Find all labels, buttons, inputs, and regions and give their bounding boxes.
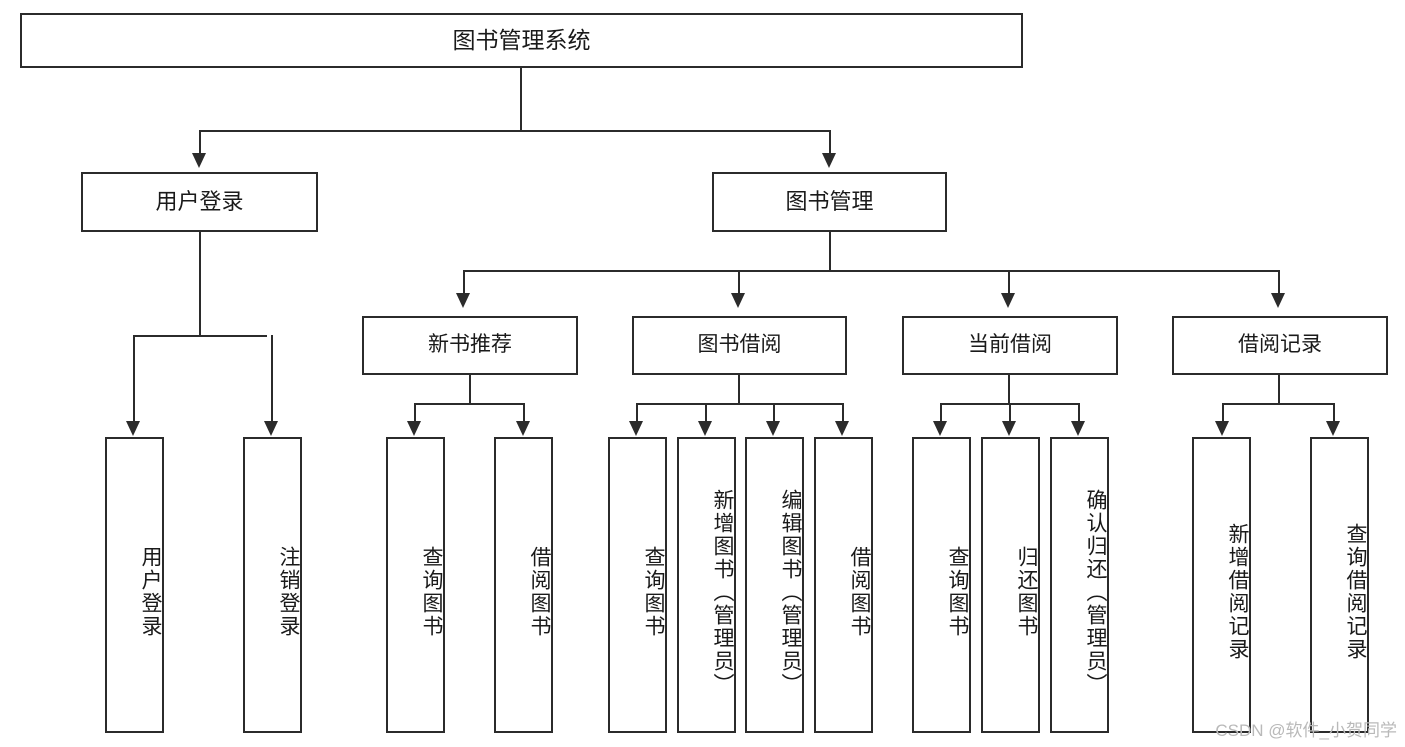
- arrowhead-bb-leaf-4: [835, 421, 849, 436]
- connector-user-login-stem: [199, 232, 201, 335]
- node-label: 新增借阅记录: [1226, 523, 1249, 661]
- leaf-bb-borrow-book[interactable]: 借阅图书: [814, 437, 873, 733]
- connector-bb-leaf-4: [842, 403, 844, 423]
- node-label: 编辑图书（管理员）: [779, 488, 802, 696]
- node-label: 借阅图书: [528, 546, 551, 638]
- connector-cb-leaf-3: [1078, 403, 1080, 423]
- connector-br-stem: [1278, 375, 1280, 403]
- leaf-bb-add-book-admin[interactable]: 新增图书（管理员）: [677, 437, 736, 733]
- node-new-book-recommend[interactable]: 新书推荐: [362, 316, 578, 375]
- arrowhead-user-login-leaf-1: [126, 421, 140, 436]
- connector-book-management-bus: [463, 270, 1280, 272]
- leaf-cb-confirm-return-admin[interactable]: 确认归还（管理员）: [1050, 437, 1109, 733]
- node-label: 查询图书: [420, 546, 443, 638]
- arrowhead-bb-leaf-2: [698, 421, 712, 436]
- arrowhead-cb-leaf-2: [1002, 421, 1016, 436]
- node-borrow-record[interactable]: 借阅记录: [1172, 316, 1388, 375]
- arrowhead-nbr-leaf-2: [516, 421, 530, 436]
- connector-user-login-bus: [133, 335, 267, 337]
- node-current-borrow[interactable]: 当前借阅: [902, 316, 1118, 375]
- connector-bm-to-new-book-rec: [463, 270, 465, 295]
- connector-root-to-book-management: [829, 130, 831, 155]
- node-root-book-management-system[interactable]: 图书管理系统: [20, 13, 1023, 68]
- node-label: 图书管理: [785, 189, 874, 215]
- arrowhead-br-leaf-2: [1326, 421, 1340, 436]
- connector-cb-leaf-2: [1009, 403, 1011, 423]
- connector-nbr-leaf-2: [523, 403, 525, 423]
- leaf-nbr-query-book[interactable]: 查询图书: [386, 437, 445, 733]
- node-user-login[interactable]: 用户登录: [81, 172, 318, 232]
- connector-bb-bus: [636, 403, 844, 405]
- node-label: 当前借阅: [968, 333, 1052, 357]
- node-book-management[interactable]: 图书管理: [712, 172, 947, 232]
- arrowhead-bb-leaf-1: [629, 421, 643, 436]
- leaf-br-query-record[interactable]: 查询借阅记录: [1310, 437, 1369, 733]
- connector-bm-to-borrow-record: [1278, 270, 1280, 295]
- node-label: 新书推荐: [428, 333, 512, 357]
- leaf-bb-edit-book-admin[interactable]: 编辑图书（管理员）: [745, 437, 804, 733]
- node-label: 借阅图书: [848, 546, 871, 638]
- node-label: 用户登录: [155, 189, 244, 215]
- leaf-cb-return-book[interactable]: 归还图书: [981, 437, 1040, 733]
- arrowhead-cb-leaf-1: [933, 421, 947, 436]
- arrowhead-current-borrow: [1001, 293, 1015, 308]
- connector-cb-leaf-1: [940, 403, 942, 423]
- connector-cb-stem: [1008, 375, 1010, 403]
- connector-bb-leaf-1: [636, 403, 638, 423]
- connector-nbr-leaf-1: [414, 403, 416, 423]
- leaf-br-add-record[interactable]: 新增借阅记录: [1192, 437, 1251, 733]
- arrowhead-nbr-leaf-1: [407, 421, 421, 436]
- arrowhead-user-login-leaf-2: [264, 421, 278, 436]
- connector-user-login-to-leaf-1: [133, 335, 135, 423]
- leaf-user-login[interactable]: 用户登录: [105, 437, 164, 733]
- arrowhead-to-user-login: [192, 153, 206, 168]
- arrowhead-to-book-management: [822, 153, 836, 168]
- connector-user-login-to-leaf-2: [271, 335, 273, 423]
- connector-br-leaf-2: [1333, 403, 1335, 423]
- connector-nbr-stem: [469, 375, 471, 403]
- leaf-logout[interactable]: 注销登录: [243, 437, 302, 733]
- node-label: 图书管理系统: [452, 26, 591, 53]
- connector-br-bus: [1222, 403, 1335, 405]
- node-book-borrow[interactable]: 图书借阅: [632, 316, 847, 375]
- arrowhead-new-book-rec: [456, 293, 470, 308]
- node-label: 归还图书: [1015, 546, 1038, 638]
- arrowhead-bb-leaf-3: [766, 421, 780, 436]
- connector-root-stem: [520, 68, 522, 130]
- node-label: 查询图书: [642, 546, 665, 638]
- node-label: 图书借阅: [697, 333, 782, 357]
- connector-bm-to-current-borrow: [1008, 270, 1010, 295]
- node-label: 新增图书（管理员）: [711, 488, 734, 696]
- node-label: 确认归还（管理员）: [1084, 488, 1107, 696]
- connector-bb-stem: [738, 375, 740, 403]
- arrowhead-book-borrow: [731, 293, 745, 308]
- arrowhead-borrow-record: [1271, 293, 1285, 308]
- leaf-cb-query-book[interactable]: 查询图书: [912, 437, 971, 733]
- node-label: 借阅记录: [1238, 333, 1322, 357]
- arrowhead-cb-leaf-3: [1071, 421, 1085, 436]
- leaf-nbr-borrow-book[interactable]: 借阅图书: [494, 437, 553, 733]
- leaf-bb-query-book[interactable]: 查询图书: [608, 437, 667, 733]
- connector-bm-to-book-borrow: [738, 270, 740, 295]
- connector-root-bus: [199, 130, 831, 132]
- connector-br-leaf-1: [1222, 403, 1224, 423]
- node-label: 查询借阅记录: [1344, 523, 1367, 661]
- connector-bb-leaf-3: [773, 403, 775, 423]
- node-label: 查询图书: [946, 546, 969, 638]
- connector-nbr-bus: [414, 403, 524, 405]
- node-label: 注销登录: [277, 546, 300, 638]
- node-label: 用户登录: [139, 546, 162, 638]
- arrowhead-br-leaf-1: [1215, 421, 1229, 436]
- csdn-watermark: CSDN @软件_小贺同学: [1215, 721, 1397, 740]
- connector-bb-leaf-2: [705, 403, 707, 423]
- connector-book-management-stem: [829, 232, 831, 270]
- connector-root-to-user-login: [199, 130, 201, 155]
